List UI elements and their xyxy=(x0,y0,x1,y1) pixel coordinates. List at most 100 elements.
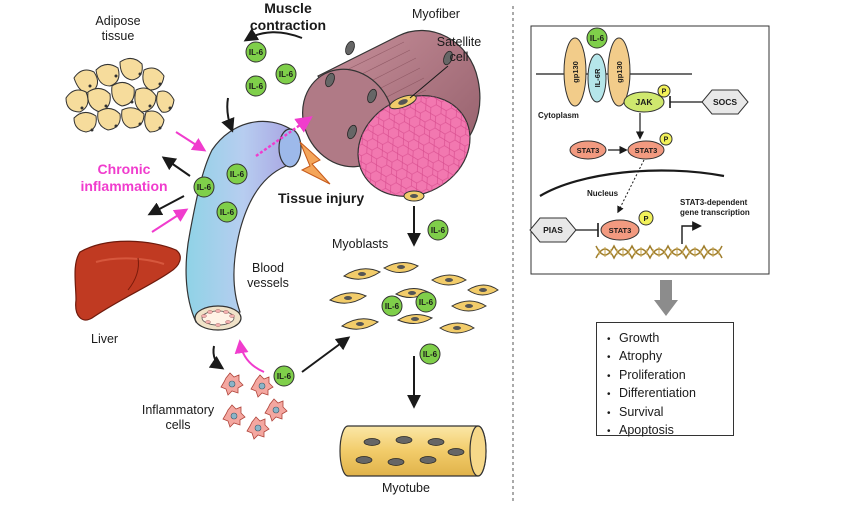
chronic-label-line2: inflammation xyxy=(80,178,167,194)
myotube-label: Myotube xyxy=(382,481,430,495)
dna-helix-icon xyxy=(595,244,723,260)
arrow-vessel-to-inflammatory xyxy=(208,345,225,370)
il6-molecule: IL-6 xyxy=(245,41,267,63)
il6-molecule: IL-6 xyxy=(193,176,215,198)
blood-label-line1: Blood xyxy=(252,261,284,275)
myotube-icon xyxy=(339,425,487,477)
il6r-label: IL-6R xyxy=(593,68,602,87)
gp130-right-label: gp130 xyxy=(615,61,624,83)
myofiber-label: Myofiber xyxy=(412,7,460,21)
lightning-bolt-icon xyxy=(299,141,331,185)
il6r-receptor: IL-6R xyxy=(587,53,607,103)
downstream-arrow xyxy=(654,280,678,316)
cytoplasm-label: Cytoplasm xyxy=(538,111,579,120)
jak-label: JAK xyxy=(635,97,653,107)
arrow-il6-to-vessel xyxy=(221,97,235,133)
chronic-label-line1: Chronic xyxy=(98,161,151,177)
jak-protein: JAK P xyxy=(623,84,671,113)
satellite-label-line1: Satellite xyxy=(437,35,482,49)
il6-molecules: IL-6 IL-6 IL-6 IL-6 IL-6 IL-6 IL-6 IL-6 … xyxy=(193,41,449,387)
pias-protein: PIAS xyxy=(529,217,577,243)
il6-molecule: IL-6 xyxy=(273,365,295,387)
blood-label-line2: vessels xyxy=(247,276,289,290)
il6-label: IL-6 xyxy=(423,350,438,359)
stat3-phospho-label: P xyxy=(664,137,669,144)
stat3-label: STAT3 xyxy=(577,146,600,155)
stat3-label: STAT3 xyxy=(635,146,658,155)
liver-label: Liver xyxy=(91,332,118,346)
arrow-vessel-to-adipose xyxy=(161,156,191,177)
pink-arrow-vessel-to-muscle xyxy=(255,116,313,157)
myofiber-icon xyxy=(302,29,481,202)
adipose-label-line1: Adipose xyxy=(95,14,140,28)
outcomes-box: Growth Atrophy Proliferation Differentia… xyxy=(596,322,734,437)
myoblast-cells-icon xyxy=(328,262,499,334)
arrow-vessel-to-liver xyxy=(147,195,185,216)
il6-label: IL-6 xyxy=(249,48,264,57)
il6-ligand-label: IL-6 xyxy=(590,34,605,43)
pink-arrow-adipose-to-vessel xyxy=(175,131,207,152)
satellite-pointer xyxy=(409,65,449,99)
arrow-muscle-to-il6 xyxy=(243,28,303,42)
outcome-item: Survival xyxy=(607,404,733,422)
tissue-injury-label: Tissue injury xyxy=(278,190,364,206)
il6-molecule: IL-6 xyxy=(427,219,449,241)
stat3-nuclear-phospho-label: P xyxy=(643,214,648,223)
stat3-nuclear-protein: STAT3 P xyxy=(600,210,654,241)
nuclear-membrane xyxy=(539,169,725,197)
jak-phospho-label: P xyxy=(662,89,667,96)
adipose-tissue-icon xyxy=(65,58,175,133)
satellite-label-line2: cell xyxy=(450,50,469,64)
il6-ligand: IL-6 xyxy=(586,27,608,49)
myoblasts-label: Myoblasts xyxy=(332,237,388,251)
outcome-item: Apoptosis xyxy=(607,422,733,440)
socs-label: SOCS xyxy=(713,97,737,107)
inflammatory-label-line1: Inflammatory xyxy=(142,403,215,417)
il6-molecule: IL-6 xyxy=(216,201,238,223)
il6-label: IL-6 xyxy=(279,70,294,79)
il6-label: IL-6 xyxy=(220,208,235,217)
il6-label: IL-6 xyxy=(431,226,446,235)
pias-label: PIAS xyxy=(543,225,563,235)
muscle-contraction-label-line2: contraction xyxy=(250,17,326,33)
inflammatory-cells-icon xyxy=(220,372,288,440)
stat3-label: STAT3 xyxy=(609,226,632,235)
arrow-il6-to-myoblasts xyxy=(301,336,351,373)
outcomes-list: Growth Atrophy Proliferation Differentia… xyxy=(607,330,733,440)
outcome-item: Atrophy xyxy=(607,348,733,366)
il6-molecule: IL-6 xyxy=(275,63,297,85)
outcome-item: Proliferation xyxy=(607,367,733,385)
outcome-item: Growth xyxy=(607,330,733,348)
outcome-item: Differentiation xyxy=(607,385,733,403)
gp130-left-label: gp130 xyxy=(571,61,580,83)
nucleus-label: Nucleus xyxy=(587,189,619,198)
il6-molecule: IL-6 xyxy=(415,291,437,313)
il6-molecule: IL-6 xyxy=(226,163,248,185)
gp130-right-receptor: gp130 xyxy=(607,37,631,107)
il6-molecule: IL-6 xyxy=(245,75,267,97)
il6-label: IL-6 xyxy=(277,372,292,381)
il6-molecule: IL-6 xyxy=(419,343,441,365)
socs-protein: SOCS xyxy=(701,89,749,115)
il6-label: IL-6 xyxy=(230,170,245,179)
il6-label: IL-6 xyxy=(385,302,400,311)
il6-label: IL-6 xyxy=(197,183,212,192)
inflammatory-label-line2: cells xyxy=(165,418,190,432)
adipose-label-line2: tissue xyxy=(102,29,135,43)
stat3-protein-phosphorylated: STAT3 P xyxy=(627,132,673,160)
arrow-stat3-translocation xyxy=(617,159,645,214)
pink-arrow-inflammatory-to-vessel xyxy=(234,339,265,373)
blood-vessel-icon xyxy=(185,120,302,331)
transcription-label-line1: STAT3-dependent xyxy=(680,198,748,207)
il6-label: IL-6 xyxy=(249,82,264,91)
il6-molecule: IL-6 xyxy=(381,295,403,317)
pink-arrow-liver-to-vessel xyxy=(151,208,189,233)
muscle-contraction-label-line1: Muscle xyxy=(264,0,312,16)
stat3-protein-unphosphorylated: STAT3 xyxy=(569,140,607,160)
il6-label: IL-6 xyxy=(419,298,434,307)
transcription-start-arrow xyxy=(681,221,702,244)
liver-icon xyxy=(74,240,181,321)
transcription-label-line2: gene transcription xyxy=(680,208,750,217)
